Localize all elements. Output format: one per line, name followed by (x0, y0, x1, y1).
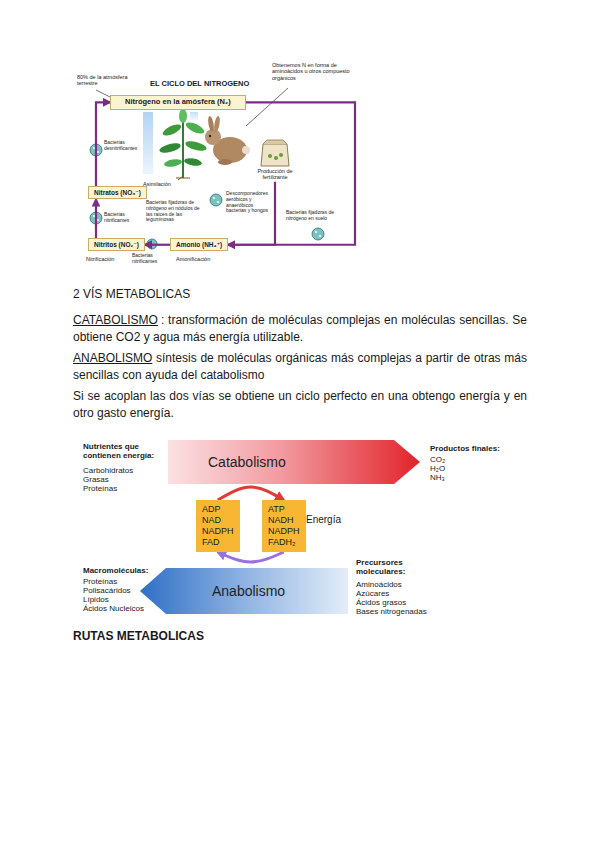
band-fill (168, 440, 420, 484)
connector (228, 102, 355, 244)
node-text: Nitritos (NO₂⁻) (94, 241, 139, 248)
node-text: Producción de fertilizante (255, 168, 295, 181)
connector (95, 199, 97, 238)
node-text: NAD (202, 515, 234, 526)
list-item: Proteínas (83, 484, 117, 493)
rabbit-illustration (205, 116, 250, 165)
list-heading: Productos finales: (430, 444, 500, 453)
figure-title: EL CICLO DEL NITROGENO (150, 80, 249, 89)
anabolism-arrow: Anabolismo (140, 568, 348, 614)
node-text: Nitratos (NO₃⁻) (94, 189, 141, 196)
list-item: Polisacáridos (83, 586, 131, 595)
paragraph-block: Si se acoplan las dos vías se obtiene un… (73, 388, 527, 422)
fertilizer-node: Producción de fertilizante (255, 168, 295, 181)
process-label: Bacterias nitrificantes (132, 253, 168, 265)
paragraph-block: CATABOLISMO: transformación de moléculas… (73, 312, 527, 346)
compound-box: Nitritos (NO₂⁻) (88, 238, 145, 251)
list-item: CO₂ (430, 455, 445, 464)
nitrogen-band (190, 112, 198, 120)
process-label: Bacterias desnitrificantes (104, 140, 148, 152)
process-label: Bacterias nitrificantes (104, 212, 144, 224)
process-label: Bacterias fijadoras de nitrógeno en nódu… (146, 200, 204, 223)
cofactor-box: ADPNADNADPHFAD (196, 500, 240, 552)
band-shape (168, 440, 420, 484)
process-label: Nitrificación (86, 256, 114, 262)
leader-line (96, 90, 110, 97)
node-text: Catabolismo (208, 440, 420, 484)
energy-label: Energía (306, 514, 341, 526)
node-text: Anabolismo (212, 568, 348, 614)
leader-line (246, 88, 288, 126)
list-heading: Macromoléculas: (83, 566, 148, 575)
connector (218, 552, 284, 562)
node-text: ADP (202, 504, 234, 515)
list-item: Carbohidratos (83, 466, 133, 475)
cofactor-box: ATPNADHNADPHFADH₂ (262, 500, 306, 552)
callout-text: Obtenemos N en forma de aminoácidos u ot… (272, 62, 357, 81)
compound-box: Nitratos (NO₃⁻) (88, 186, 147, 199)
callout-text: 80% de la atmósfera terrestre (77, 74, 132, 87)
plant-illustration (158, 109, 207, 180)
list-heading: Nutrientes que contienen energía: (83, 442, 173, 460)
list-item: NH₃ (430, 473, 445, 482)
process-label: Bacterias fijadoras de nitrógeno en suel… (286, 210, 342, 222)
list-item: Aminoácidos (356, 580, 402, 589)
paragraph: Si se acoplan las dos vías se obtiene un… (73, 389, 527, 420)
list-item: Proteínas (83, 577, 117, 586)
section-heading: RUTAS METABOLICAS (73, 630, 204, 644)
paragraph-block: ANABOLISMOsíntesis de moléculas orgánica… (73, 350, 527, 384)
list-item: H₂O (430, 464, 445, 473)
list-item: Lípidos (83, 595, 109, 604)
list-item: Ácidos Nucleicos (83, 604, 144, 613)
node-text: NADPH (202, 526, 234, 537)
node-text: Nitrógeno en la amósfera (N₂) (125, 98, 231, 107)
node-text: NADH (268, 515, 300, 526)
process-label: Descomponedores aeróbicos y anaeróbicos … (226, 191, 270, 214)
nitrogen-band (143, 112, 153, 174)
term: CATABOLISMO (73, 313, 158, 327)
reservoir-box: Nitrógeno en la amósfera (N₂) (110, 95, 246, 110)
node-text: FADH₂ (268, 537, 300, 548)
fertilizer-bag (261, 140, 289, 166)
node-text: Amonio (NH₄⁺) (176, 241, 222, 248)
term: ANABOLISMO (73, 351, 152, 365)
list-item: Bases nitrogenadas (356, 607, 427, 616)
list-item: Ácidos grasos (356, 598, 406, 607)
connector (218, 487, 284, 500)
process-label: Asimilación (143, 181, 171, 187)
node-text: FAD (202, 537, 234, 548)
node-text: ATP (268, 504, 300, 515)
process-label: Amonificación (176, 256, 210, 262)
list-heading: Precursores moleculares: (356, 558, 436, 576)
band-fill (140, 568, 348, 614)
catabolism-arrow: Catabolismo (168, 440, 420, 484)
list-item: Azúcares (356, 589, 389, 598)
bacteria-dots (93, 147, 321, 237)
section-heading: 2 VÍS METABOLICAS (73, 288, 190, 302)
connector (145, 244, 170, 246)
list-item: Grasas (83, 475, 109, 484)
node-text: NADPH (268, 526, 300, 537)
compound-box: Amonio (NH₄⁺) (170, 238, 228, 251)
